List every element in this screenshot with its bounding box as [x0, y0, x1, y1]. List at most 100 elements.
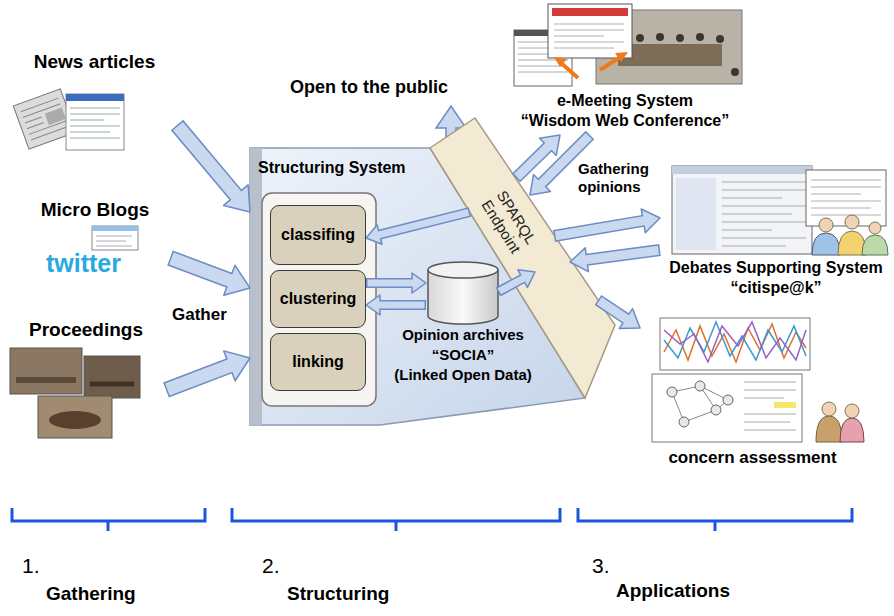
block-arrow — [166, 351, 250, 390]
block-arrow — [170, 258, 250, 295]
person-head — [819, 218, 833, 232]
process-box: linking — [270, 333, 366, 391]
process-column — [262, 193, 376, 406]
source-title: Micro Blogs — [41, 198, 150, 222]
arrow-head — [530, 174, 551, 195]
application-node: concern assessment — [640, 315, 865, 475]
news-site-icon — [66, 94, 124, 150]
database-label: (Linked Open Data) — [394, 365, 532, 385]
step-title: Applications — [616, 579, 730, 602]
arrow-head — [224, 351, 250, 381]
person-head — [845, 215, 859, 229]
arrow-outline — [166, 366, 229, 390]
proceedings-photos — [10, 348, 140, 438]
logo-text: twitter — [46, 248, 121, 278]
screen-large — [548, 4, 632, 58]
bracket — [578, 508, 852, 531]
newspaper-lines — [21, 98, 69, 140]
arrow-outline — [516, 147, 548, 178]
flow-label: Gathering opinions — [578, 160, 649, 196]
chart-line — [664, 322, 806, 362]
debate-sidebar — [676, 178, 716, 250]
process-box: classifing — [270, 205, 366, 265]
source-title: News articles — [34, 50, 155, 74]
arrow-outline — [170, 258, 229, 280]
arrow-fill — [555, 221, 645, 236]
meeting-illustration — [514, 4, 742, 86]
person — [840, 418, 864, 442]
label-holder: 1. — [22, 553, 40, 578]
photo — [38, 396, 112, 438]
debate-lines — [811, 180, 881, 215]
debate-lines — [722, 182, 806, 246]
block-arrow — [554, 209, 660, 236]
application-title: e-Meeting System — [557, 91, 693, 111]
block-arrow — [177, 125, 250, 212]
microblog-lines — [96, 236, 132, 246]
application-title: concern assessment — [668, 447, 836, 469]
structuring-panel: Structuring Systemclassifingclusteringli… — [250, 148, 590, 428]
application-node: e-Meeting System“Wisdom Web Conference” — [500, 2, 750, 135]
label-holder: Gathering opinions — [578, 160, 649, 196]
source-node: Micro Blogs — [20, 198, 170, 298]
person — [816, 416, 842, 442]
person-head — [869, 222, 881, 234]
application-title: “Wisdom Web Conference” — [521, 111, 729, 131]
person — [812, 233, 840, 255]
person-head — [845, 404, 859, 418]
source-title: Proceedings — [29, 318, 143, 342]
arrow-fill — [171, 259, 231, 281]
flow-label: Gather — [172, 305, 227, 325]
cylinder-top — [428, 262, 498, 278]
orange-arrowhead — [615, 52, 628, 62]
arrow-outline — [177, 125, 236, 195]
endpoint-label: SPARQL Endpoint — [477, 187, 539, 256]
debate-window — [672, 166, 812, 254]
screen-header — [552, 8, 628, 16]
bracket — [232, 508, 560, 531]
arrow-head — [539, 135, 560, 155]
database-cylinder: Opinion archives“SOCIA”(Linked Open Data… — [378, 258, 548, 393]
label-holder: 3. — [592, 553, 610, 578]
arrow-outline — [587, 250, 660, 260]
step-number: 2. — [262, 553, 280, 578]
label-holder: Gathering — [46, 582, 136, 605]
arrow-fill — [167, 365, 231, 389]
step-title: Gathering — [46, 582, 136, 605]
arrow-fill — [585, 250, 659, 260]
database-label: Opinion archives — [402, 325, 524, 345]
orange-arrow — [560, 62, 578, 78]
graph-nodes — [667, 381, 733, 427]
graph-text-lines — [744, 382, 796, 430]
photo — [84, 356, 140, 398]
label-holder: Structuring — [287, 582, 389, 605]
arrow-fill — [178, 126, 237, 197]
photo — [10, 348, 82, 394]
block-arrow — [516, 135, 560, 178]
arrow-outline — [554, 221, 643, 236]
label-holder: Applications — [616, 579, 730, 602]
site-lines — [70, 108, 120, 138]
microblog-window — [92, 226, 138, 250]
person-head — [822, 402, 836, 416]
application-title: Debates Supporting System — [669, 258, 882, 278]
step-number: 1. — [22, 553, 40, 578]
arrow-head — [224, 185, 250, 212]
debate-illustration — [672, 166, 888, 255]
process-label: linking — [292, 352, 344, 372]
flow-label: Open to the public — [290, 76, 448, 98]
newspaper-photo — [45, 108, 66, 125]
site-window — [66, 94, 124, 150]
label-holder: Gather — [172, 305, 227, 325]
arrow-fill — [517, 145, 549, 176]
arrow-head — [619, 309, 640, 329]
database-label: “SOCIA” — [432, 345, 495, 365]
panel-side — [250, 148, 262, 425]
application-node: Debates Supporting System“citispe@k” — [660, 160, 892, 302]
microblog-icon — [92, 226, 138, 250]
highlight — [774, 402, 796, 408]
microblog-header — [92, 226, 138, 231]
debate-header — [672, 166, 812, 174]
label-holder: Open to the public — [290, 76, 448, 98]
screen-lines — [554, 24, 624, 48]
